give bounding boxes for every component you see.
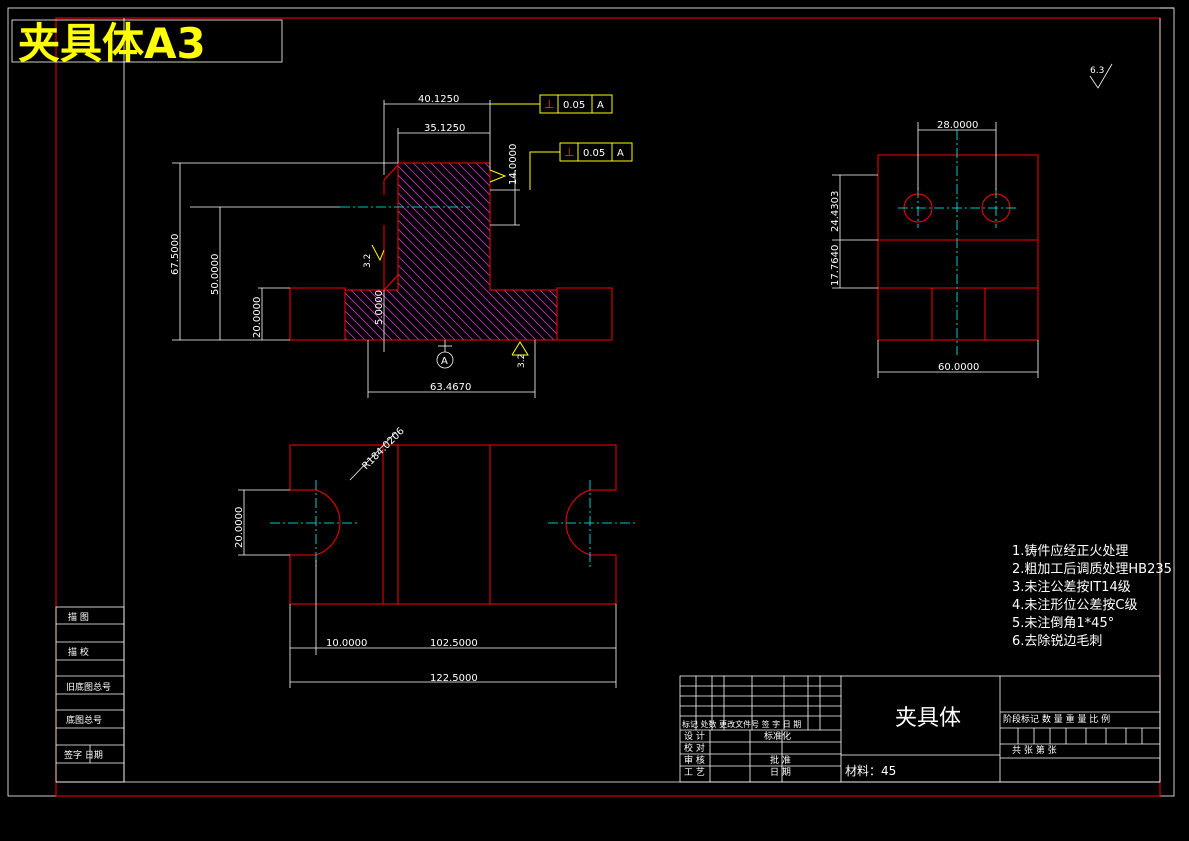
general-roughness-symbol: 6.3 xyxy=(1089,63,1113,89)
dim-slot-width: 20.0000 xyxy=(234,507,245,548)
svg-text:⊥: ⊥ xyxy=(544,97,554,111)
dim-step-height: 5.0000 xyxy=(374,290,385,325)
tb-process: 工 艺 xyxy=(684,767,705,778)
dim-base-height: 20.0000 xyxy=(252,297,263,338)
sheet-info: 共 张 第 张 xyxy=(1012,744,1057,756)
svg-text:A: A xyxy=(597,100,604,111)
note-5: 5.未注倒角1*45° xyxy=(1012,616,1114,631)
tb-standardization: 标准化 xyxy=(764,730,791,742)
roughness-symbol-1: 3.2 xyxy=(363,169,507,268)
strip-row-3: 旧底图总号 xyxy=(66,681,111,693)
svg-text:A: A xyxy=(617,148,624,159)
dim-hole-offset: 14.0000 xyxy=(508,144,519,185)
datum-a-label: A xyxy=(441,356,448,367)
svg-text:0.05: 0.05 xyxy=(563,100,585,111)
strip-row-2: 描 校 xyxy=(68,646,89,658)
tb-design: 设 计 xyxy=(684,730,705,742)
note-6: 6.去除锐边毛刺 xyxy=(1012,634,1102,649)
outer-frame xyxy=(7,7,1175,797)
part-name: 夹具体 xyxy=(895,706,961,731)
note-2: 2.粗加工后调质处理HB235 xyxy=(1012,562,1172,577)
svg-text:6.3: 6.3 xyxy=(1090,66,1104,76)
side-view: 28.0000 24.4303 17.7640 60.0000 xyxy=(830,120,1039,378)
tb-date: 日 期 xyxy=(770,767,791,778)
dim-slot-offset: 10.0000 xyxy=(326,638,367,649)
strip-row-5: 签字 日期 xyxy=(64,749,103,761)
dim-top-width-2: 35.1250 xyxy=(424,123,465,134)
dim-hole-spacing: 28.0000 xyxy=(937,120,978,131)
note-1: 1.铸件应经正火处理 xyxy=(1012,543,1128,559)
dim-radius: R184.0206 xyxy=(360,426,406,472)
svg-text:3.2: 3.2 xyxy=(517,354,527,368)
dim-total-height: 67.5000 xyxy=(170,234,181,275)
dim-total-length: 122.5000 xyxy=(430,673,478,684)
note-3: 3.未注公差按IT14级 xyxy=(1012,580,1131,595)
technical-notes: 1.铸件应经正火处理 2.粗加工后调质处理HB235 3.未注公差按IT14级 … xyxy=(1012,543,1172,649)
strip-row-4: 底图总号 xyxy=(66,714,102,726)
change-header: 标记 处数 更改文件号 签 字 日 期 xyxy=(682,719,801,729)
note-4: 4.未注形位公差按C级 xyxy=(1012,598,1137,613)
material: 材料：45 xyxy=(845,764,896,778)
top-view: R184.0206 20.0000 10.0000 102.5000 122.5… xyxy=(234,426,636,688)
tolerance-frame-2: ⊥ 0.05 A xyxy=(529,142,633,190)
title-label-box xyxy=(11,19,283,63)
left-strip-table: 描 图 描 校 旧底图总号 底图总号 签字 日期 xyxy=(55,606,125,783)
svg-text:3.2: 3.2 xyxy=(363,254,373,268)
dim-inner-length: 102.5000 xyxy=(430,638,478,649)
front-view: A 40.1250 35.1250 14.0000 67.5000 50.000… xyxy=(170,94,633,398)
dim-top-width-1: 40.1250 xyxy=(418,94,459,105)
sheet-title-label: 夹具体A3 xyxy=(18,19,206,68)
title-block: 夹具体 材料：45 标记 处数 更改文件号 签 字 日 期 设 计 标准化 校 … xyxy=(679,675,1161,783)
strip-row-1: 描 图 xyxy=(68,611,89,623)
dim-hole-height: 50.0000 xyxy=(210,254,221,295)
tb-approve: 批 准 xyxy=(770,754,791,766)
stage-header: 阶段标记 数 量 重 量 比 例 xyxy=(1003,713,1110,725)
roughness-symbol-2: 3.2 xyxy=(511,341,529,368)
inner-frame xyxy=(55,17,1161,797)
tolerance-frame-1: ⊥ 0.05 A xyxy=(490,94,613,114)
dim-hole-from-top: 24.4303 xyxy=(830,191,841,232)
dim-total-width: 60.0000 xyxy=(938,362,979,373)
svg-text:⊥: ⊥ xyxy=(564,145,574,159)
dim-base-width: 63.4670 xyxy=(430,382,471,393)
svg-text:0.05: 0.05 xyxy=(583,148,605,159)
tb-proofread: 校 对 xyxy=(684,742,705,754)
dim-lower-height: 17.7640 xyxy=(830,245,841,286)
tb-review: 审 核 xyxy=(684,754,705,766)
